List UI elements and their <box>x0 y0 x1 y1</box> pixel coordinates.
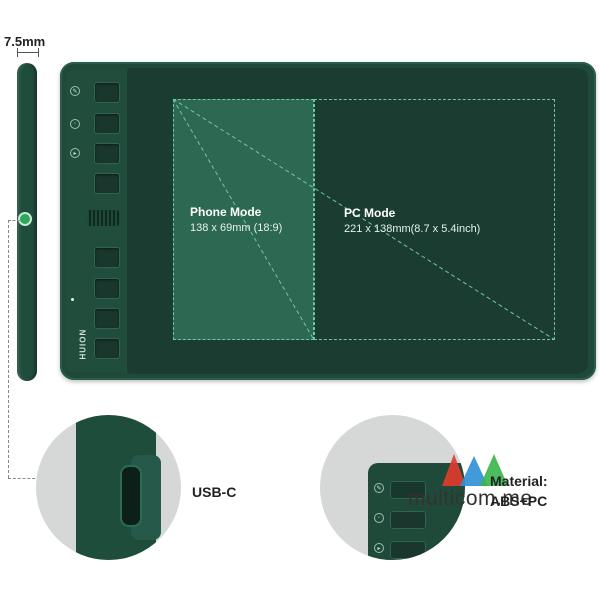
brand-logo: HUION <box>78 328 88 360</box>
express-key-8[interactable] <box>94 338 120 359</box>
express-key-2[interactable] <box>94 113 120 134</box>
express-key-6[interactable] <box>94 278 120 299</box>
express-key-4[interactable] <box>94 173 120 194</box>
closeup-key-3 <box>390 541 426 559</box>
phone-mode-size: 138 x 69mm (18:9) <box>190 222 283 234</box>
pc-mode-area <box>314 99 555 340</box>
usb-c-port <box>120 465 142 527</box>
port-leader-line <box>8 220 20 221</box>
multicom-logo-icon <box>442 454 508 486</box>
pen-icon: ✎ <box>70 86 80 96</box>
port-leader-line-bottom <box>8 478 40 479</box>
status-led <box>71 298 74 301</box>
usb-port-marker <box>18 212 32 226</box>
thickness-tick-right <box>38 48 39 57</box>
scroll-dial[interactable] <box>87 210 120 226</box>
material-closeup: ✎ ◦ ▸ <box>320 415 465 560</box>
thickness-dimension-line <box>17 52 39 53</box>
express-key-5[interactable] <box>94 247 120 268</box>
thickness-label: 7.5mm <box>4 34 46 49</box>
express-key-7[interactable] <box>94 308 120 329</box>
closeup-key-2 <box>390 511 426 529</box>
closeup-key-1 <box>390 481 426 499</box>
express-key-3[interactable] <box>94 143 120 164</box>
closeup-pen-icon: ✎ <box>374 483 384 493</box>
brush-icon: ▸ <box>70 148 80 158</box>
material-label-line2: ABS+PC <box>490 493 548 509</box>
eraser-icon: ◦ <box>70 119 80 129</box>
pc-mode-title: PC Mode <box>344 206 396 220</box>
express-key-1[interactable] <box>94 82 120 103</box>
material-label-line1: Material: <box>490 473 548 489</box>
watermark-text: multicom.me <box>408 487 533 510</box>
phone-mode-title: Phone Mode <box>190 205 262 219</box>
usb-c-label: USB-C <box>192 484 237 500</box>
pc-mode-size: 221 x 138mm(8.7 x 5.4inch) <box>344 223 481 235</box>
area-diagonals <box>173 99 555 340</box>
usb-c-closeup <box>36 415 181 560</box>
material-label: Material: ABS+PC <box>490 471 548 511</box>
closeup-brush-icon: ▸ <box>374 543 384 553</box>
closeup-eraser-icon: ◦ <box>374 513 384 523</box>
port-leader-line-vertical <box>8 220 9 478</box>
thickness-tick-left <box>17 48 18 57</box>
